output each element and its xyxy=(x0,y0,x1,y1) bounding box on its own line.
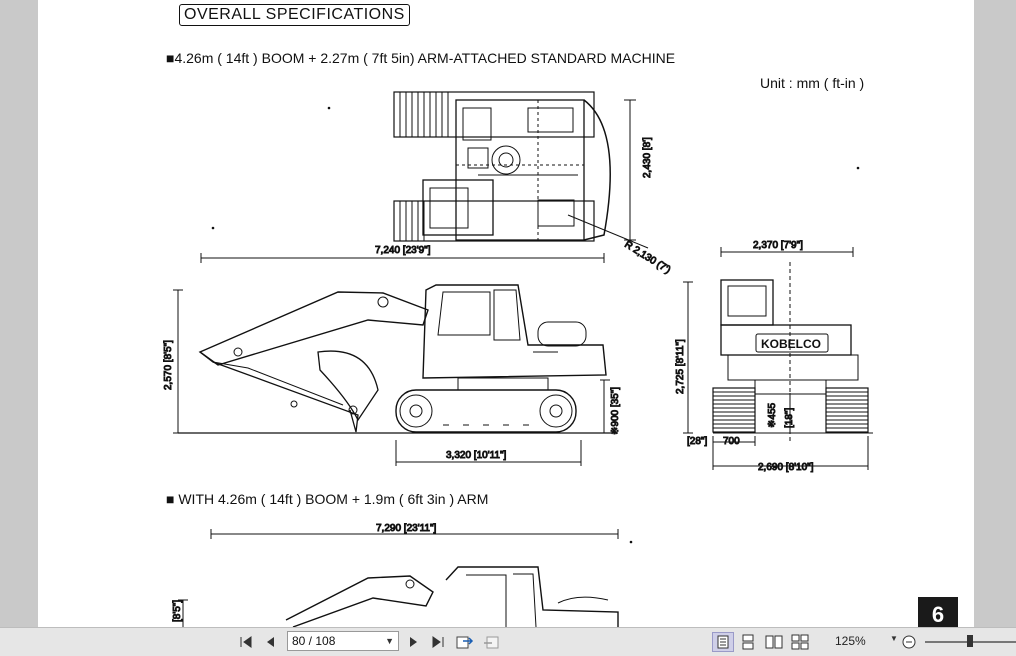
side-view-drawing xyxy=(173,253,618,466)
page-number-value: 80 / 108 xyxy=(292,634,336,648)
dim-swing-radius: R 2,130 (7') xyxy=(622,239,672,276)
technical-drawing: 2,430 [8'] R 2,130 (7') xyxy=(163,91,873,627)
last-page-icon[interactable] xyxy=(429,632,447,652)
dim-clearance-455: ※455 xyxy=(767,402,778,428)
dim-ground-clearance: ※900 [35"] xyxy=(610,387,621,435)
top-view-drawing xyxy=(393,91,649,249)
viewer-toolbar: 80 / 108 ▼ 125% ▼ xyxy=(0,627,1016,656)
go-forward-icon[interactable] xyxy=(481,632,501,652)
section-heading-standard: ■4.26m ( 14ft ) BOOM + 2.27m ( 7ft 5in) … xyxy=(166,50,676,66)
zoom-dropdown-icon[interactable]: ▼ xyxy=(890,634,898,643)
page-number-field[interactable]: 80 / 108 ▼ xyxy=(287,631,399,651)
prev-page-icon[interactable] xyxy=(262,632,278,652)
brand-plate: KOBELCO xyxy=(761,337,821,351)
dim-rear-width: 2,370 [7'9"] xyxy=(753,240,803,251)
dim-shoe-28: [28"] xyxy=(687,436,707,447)
dim-clearance-18: [18"] xyxy=(784,408,795,428)
dim-track-width: 2,690 [8'10"] xyxy=(758,462,814,473)
dim-top-width: 2,430 [8'] xyxy=(642,137,653,178)
section-heading-short-arm: ■ WITH 4.26m ( 14ft ) BOOM + 1.9m ( 6ft … xyxy=(166,491,489,507)
dim-overall-height: 2,570 [8'5"] xyxy=(163,340,174,390)
dim-shoe-700: 700 xyxy=(723,436,740,447)
dim-track-length: 3,320 [10'11"] xyxy=(446,450,507,461)
rear-view-drawing xyxy=(683,247,873,470)
zoom-slider-thumb[interactable] xyxy=(967,635,973,647)
first-page-icon[interactable] xyxy=(237,632,255,652)
zoom-level[interactable]: 125% xyxy=(835,634,866,648)
dim-overall-length: 7,240 [23'9"] xyxy=(375,245,431,256)
chevron-down-icon[interactable]: ▼ xyxy=(385,636,394,646)
section-tab-badge: 6 xyxy=(918,597,958,627)
dim-partial-height-2: [8'5"] xyxy=(172,600,183,622)
dim-overall-length-2: 7,290 [23'11"] xyxy=(376,523,437,534)
next-page-icon[interactable] xyxy=(406,632,422,652)
unit-label: Unit : mm ( ft-in ) xyxy=(760,75,865,91)
single-page-icon[interactable] xyxy=(712,632,734,652)
second-machine-drawing xyxy=(178,529,619,627)
continuous-icon[interactable] xyxy=(739,632,757,652)
zoom-out-icon[interactable] xyxy=(901,632,917,652)
page-title: OVERALL SPECIFICATIONS xyxy=(179,4,410,26)
facing-continuous-icon[interactable] xyxy=(790,632,810,652)
go-back-icon[interactable] xyxy=(455,632,475,652)
pdf-page: OVERALL SPECIFICATIONS ■4.26m ( 14ft ) B… xyxy=(38,0,974,627)
dim-rear-height: 2,725 [8'11"] xyxy=(675,339,686,394)
facing-icon[interactable] xyxy=(764,632,784,652)
document-viewer[interactable]: OVERALL SPECIFICATIONS ■4.26m ( 14ft ) B… xyxy=(0,0,1016,627)
